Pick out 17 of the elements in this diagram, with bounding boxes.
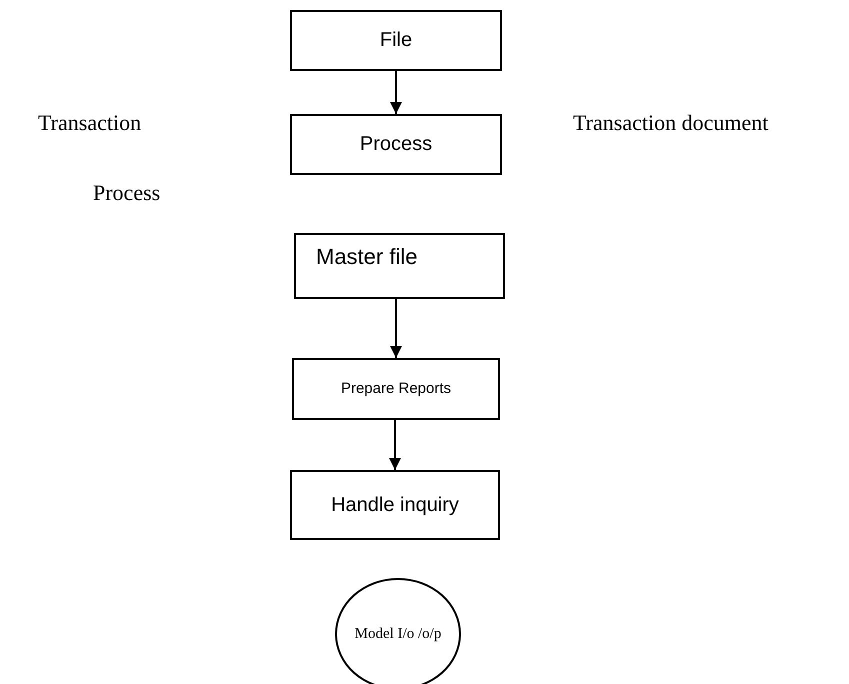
process-box <box>294 233 505 299</box>
label-text: Transaction <box>38 109 142 137</box>
process-box <box>290 114 502 175</box>
label-text: Process <box>93 179 160 207</box>
arrow <box>390 299 402 358</box>
process-box <box>290 10 502 71</box>
node-text: Process <box>360 132 432 157</box>
node-text: Handle inquiry <box>331 492 459 518</box>
arrow <box>390 71 402 114</box>
node-text: Master file <box>316 243 418 270</box>
process-box <box>292 358 500 420</box>
node-text: Model I/o /o/p <box>354 624 442 644</box>
process-box <box>290 470 500 540</box>
node-text: File <box>380 28 412 53</box>
label-text: Transaction document <box>573 109 768 137</box>
node-text: Prepare Reports <box>340 380 452 398</box>
arrow <box>389 420 401 470</box>
